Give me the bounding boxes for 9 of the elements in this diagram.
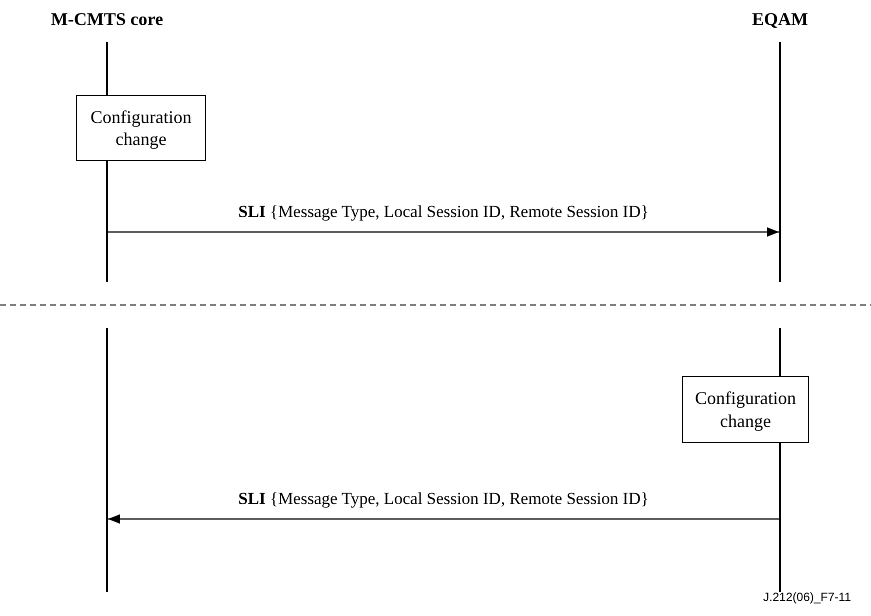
process-box: Configuration change [76, 95, 206, 161]
message-arrow [108, 227, 779, 237]
process-box: Configuration change [682, 376, 809, 443]
lifeline-header: M-CMTS core [37, 6, 177, 32]
message-arrow [108, 514, 779, 524]
figure-number: J.212(06)_F7-11 [763, 590, 851, 604]
lifeline-header: EQAM [730, 6, 830, 32]
lifeline [106, 328, 108, 592]
lifeline [779, 42, 781, 282]
